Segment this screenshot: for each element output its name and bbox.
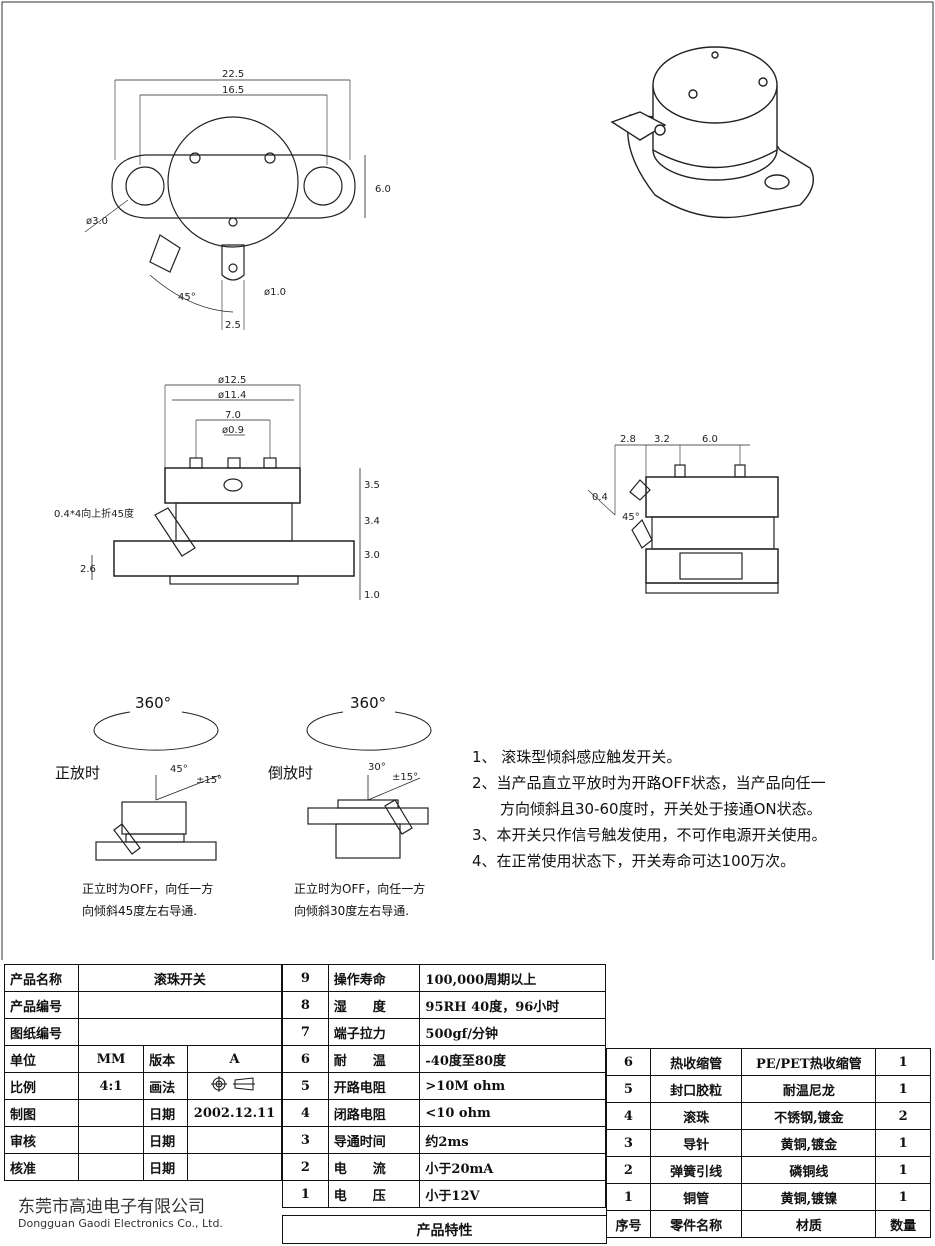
upright-angle: 45° [170,764,188,775]
dim-2-5: 2.5 [225,320,241,331]
dim-hole-3: ø3.0 [86,216,108,227]
dim-3-2: 3.2 [654,434,670,445]
inverted-rotation: 360° [350,694,386,712]
product-name: 滚珠开关 [77,964,283,992]
date-label-1: 日期 [143,1099,189,1127]
isometric-view [610,46,814,219]
note-3: 3、本开关只作信号触发使用，不可作电源开关使用。 [472,826,827,844]
date-value: 2002.12.11 [187,1099,282,1127]
version-value: A [187,1045,282,1073]
upright-rotation: 360° [135,694,171,712]
drawn-label: 制图 [4,1099,79,1127]
upright-label: 正放时 [55,764,100,782]
date-label-3: 日期 [143,1153,189,1181]
upright-caption-2: 向倾斜45度左右导通. [82,903,197,918]
dim-d12-5: ø12.5 [218,375,246,386]
parts-header-no: 序号 [606,1210,651,1238]
product-no-label: 产品编号 [4,991,79,1019]
dim-3-0: 3.0 [364,550,380,561]
reviewed-label: 审核 [4,1126,79,1154]
title-block: 产品名称 滚珠开关 产品编号 图纸编号 单位 MM 版本 A 比例 4:1 画法… [4,964,283,1181]
upright-caption-1: 正立时为OFF，向任一方 [82,881,213,896]
parts-header-material: 材质 [741,1210,877,1238]
parts-header-name: 零件名称 [649,1210,743,1238]
scale-label: 比例 [4,1072,79,1100]
dim-height-6: 6.0 [375,184,391,195]
upright-diagram [93,711,221,861]
top-view [84,79,366,330]
parts-header: 序号 零件名称 材质 数量 [606,1210,931,1238]
front-view [91,384,361,600]
approved-label: 核准 [4,1153,79,1181]
parts-header-qty: 数量 [875,1210,931,1238]
unit-label: 单位 [4,1045,79,1073]
technical-drawing: 22.5 16.5 6.0 ø3.0 45° ø1.0 2.5 [1,1,934,960]
dim-45-side: 45° [622,512,640,523]
inverted-caption-2: 向倾斜30度左右导通. [294,903,409,918]
note-2: 2、当产品直立平放时为开路OFF状态，当产品向任一 [472,774,826,792]
drawing-no-label: 图纸编号 [4,1018,79,1046]
date-label-2: 日期 [143,1126,189,1154]
dim-d0-9: ø0.9 [222,425,244,436]
inverted-tolerance: ±15° [392,772,418,783]
upright-tolerance: ±15° [196,775,222,786]
notes-list: 1、 滚珠型倾斜感应触发开关。 2、当产品直立平放时为开路OFF状态，当产品向任… [472,744,922,874]
dim-3-5: 3.5 [364,480,380,491]
version-label: 版本 [143,1045,189,1073]
dim-angle-45: 45° [178,292,196,303]
unit-value: MM [77,1045,145,1073]
company-en: Dongguan Gaodi Electronics Co., Ltd. [18,1217,223,1230]
dim-0-4: 0.4 [592,492,608,503]
dim-7: 7.0 [225,410,241,421]
dim-1-0: 1.0 [364,590,380,601]
company-name: 东莞市高迪电子有限公司 Dongguan Gaodi Electronics C… [18,1192,223,1230]
inverted-label: 倒放时 [268,764,313,782]
projection-symbol-icon [187,1072,282,1100]
dim-width-22-5: 22.5 [222,69,244,80]
dim-2-6: 2.6 [80,564,96,575]
dim-d11-4: ø11.4 [218,390,246,401]
drawing-no [77,1018,283,1046]
method-label: 画法 [143,1072,189,1100]
dim-width-16-5: 16.5 [222,85,244,96]
note-1: 1、 滚珠型倾斜感应触发开关。 [472,748,682,766]
product-name-label: 产品名称 [4,964,79,992]
product-no [77,991,283,1019]
note-2-cont: 方向倾斜且30-60度时，开关处于接通ON状态。 [500,800,822,818]
dim-6-0: 6.0 [702,434,718,445]
side-view [587,444,779,594]
scale-value: 4:1 [77,1072,145,1100]
company-cn: 东莞市高迪电子有限公司 [18,1197,205,1217]
dim-2-8: 2.8 [620,434,636,445]
inverted-angle: 30° [368,762,386,773]
front-view-note: 0.4*4向上折45度 [54,507,134,520]
inverted-diagram [306,711,432,859]
dim-3-4: 3.4 [364,516,380,527]
dim-hole-1: ø1.0 [264,287,286,298]
inverted-caption-1: 正立时为OFF，向任一方 [294,881,425,896]
note-4: 4、在正常使用状态下，开关寿命可达100万次。 [472,852,796,870]
specs-footer: 产品特性 [282,1215,607,1244]
